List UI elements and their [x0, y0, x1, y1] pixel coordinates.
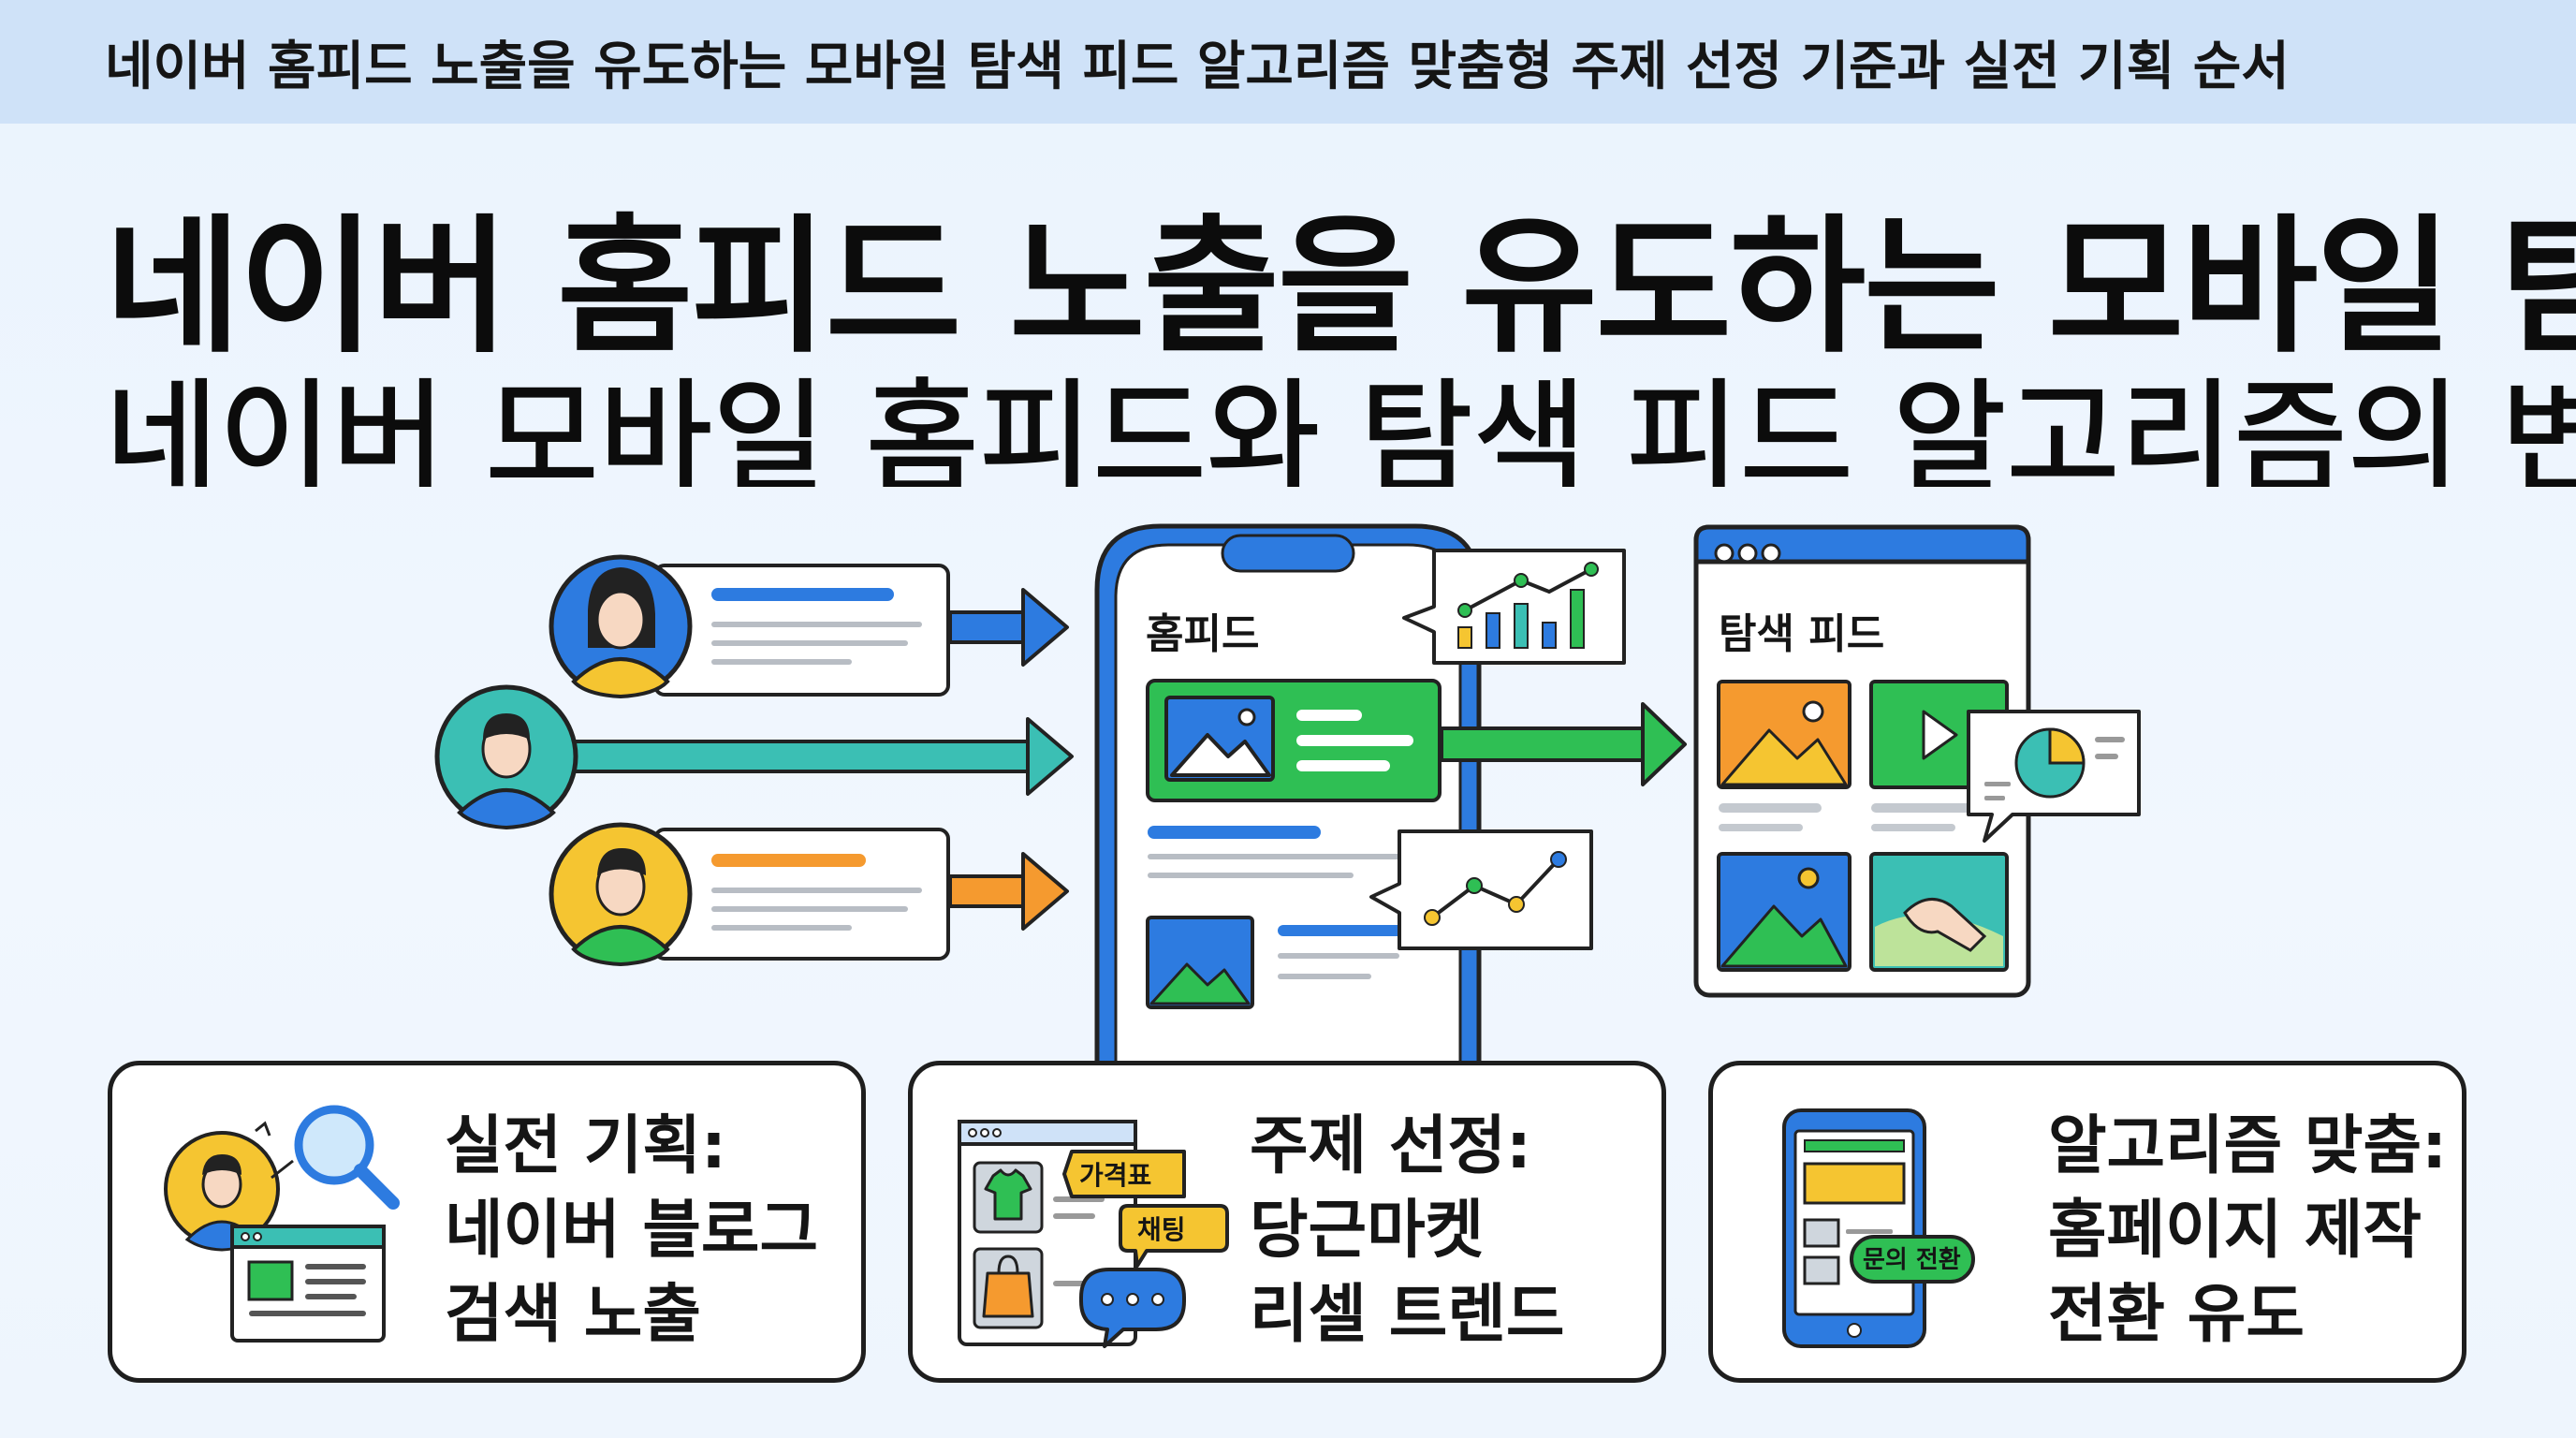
card-text: 실전 기획: 네이버 블로그 검색 노출	[445, 1105, 818, 1357]
headline-line-1: 네이버 홈피드 노출을 유도하는 모바일 탐색	[105, 201, 2576, 374]
arrow-blue	[948, 588, 1069, 667]
user-avatar-2	[434, 684, 1074, 830]
chat-badge: 채팅	[1119, 1204, 1229, 1268]
line-chart-bubble	[1369, 829, 1593, 950]
card-subtitle-2: 검색 노출	[445, 1278, 701, 1352]
headline-line-2: 네이버 모바일 홈피드와 탐색 피드 알고리즘의 변화	[104, 366, 2576, 487]
user-avatar-1	[549, 554, 950, 699]
price-tag-badge: 가격표	[1062, 1150, 1186, 1198]
card-title: 주제 선정:	[1250, 1109, 1532, 1183]
user-avatar-3	[549, 822, 950, 967]
smartphone-icon	[1782, 1108, 1926, 1348]
shopping-bag-icon	[973, 1247, 1044, 1329]
pie-chart-bubble	[1967, 710, 2141, 843]
card-title: 실전 기획:	[445, 1109, 727, 1183]
card-algorithm-fit: 문의 전환 알고리즘 맞춤: 홈페이지 제작 전환 유도	[1708, 1061, 2466, 1383]
phone-label: 홈피드	[1146, 610, 1259, 658]
card-subtitle: 당근마켓	[1250, 1194, 1485, 1268]
card-title: 알고리즘 맞춤:	[2048, 1109, 2448, 1183]
arrow-orange	[948, 852, 1069, 931]
phone-mockup: 홈피드	[1094, 523, 1482, 1067]
top-title-bar: 네이버 홈피드 노출을 유도하는 모바일 탐색 피드 알고리즘 맞춤형 주제 선…	[0, 0, 2576, 124]
avatar-icon	[164, 1121, 280, 1252]
card-topic-selection: 가격표 채팅 주제 선정: 당근마켓 리셀 트렌드	[908, 1061, 1666, 1383]
inquiry-conversion-badge: 문의 전환	[1850, 1235, 1975, 1284]
tshirt-icon	[973, 1161, 1044, 1234]
card-subtitle: 홈페이지 제작	[2048, 1194, 2422, 1268]
arrow-green	[1440, 702, 1687, 786]
browser-label: 탐색 피드	[1719, 610, 1884, 658]
card-text: 알고리즘 맞춤: 홈페이지 제작 전환 유도	[2048, 1105, 2447, 1357]
card-subtitle-2: 리셀 트렌드	[1250, 1278, 1565, 1352]
card-text: 주제 선정: 당근마켓 리셀 트렌드	[1250, 1105, 1564, 1357]
browser-window-icon	[230, 1225, 386, 1343]
chat-bubble-icon	[1079, 1268, 1186, 1348]
headline-area: 네이버 홈피드 노출을 유도하는 모바일 탐색 네이버 모바일 홈피드와 탐색 …	[0, 0, 2576, 487]
svg-text:문의 전환: 문의 전환	[1863, 1246, 1961, 1274]
card-practical-planning: 실전 기획: 네이버 블로그 검색 노출	[108, 1061, 866, 1383]
svg-text:가격표: 가격표	[1079, 1160, 1151, 1191]
top-title: 네이버 홈피드 노출을 유도하는 모바일 탐색 피드 알고리즘 맞춤형 주제 선…	[105, 36, 2290, 97]
card-subtitle-2: 전환 유도	[2048, 1278, 2305, 1352]
magnifier-icon	[271, 1105, 400, 1210]
card-subtitle: 네이버 블로그	[445, 1194, 819, 1268]
bar-chart-bubble	[1402, 549, 1626, 665]
svg-text:채팅: 채팅	[1137, 1214, 1186, 1245]
